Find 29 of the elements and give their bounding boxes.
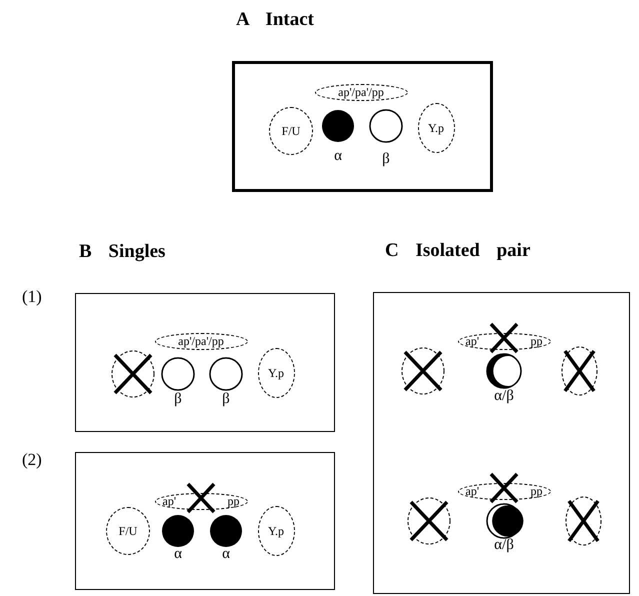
open-circle xyxy=(161,357,195,391)
circle-label: α xyxy=(222,546,230,563)
row-number: (1) xyxy=(22,287,42,307)
circle-label: α xyxy=(174,546,182,563)
panel-heading: B Singles xyxy=(79,241,166,263)
circle-label: β xyxy=(382,151,390,168)
filled-circle xyxy=(209,514,243,548)
circle-label: α xyxy=(334,148,342,165)
dashed-circle: F/U xyxy=(269,107,313,155)
dashed-ellipse: ap' pp xyxy=(458,332,550,350)
open-circle xyxy=(209,357,243,391)
dashed-circle: Y.p xyxy=(418,103,454,153)
dashed-ellipse: ap'/pa'/pp xyxy=(154,332,248,350)
circle-label: α/β xyxy=(494,388,514,405)
panel-heading: A Intact xyxy=(236,9,314,31)
dashed-circle: Y.p xyxy=(258,348,294,398)
circle-label: β xyxy=(222,391,230,408)
row-number: (2) xyxy=(22,450,42,470)
dashed-ellipse: ap' pp xyxy=(458,482,550,500)
dashed-circle: F/U xyxy=(106,507,150,555)
filled-circle xyxy=(161,514,195,548)
filled-circle xyxy=(321,109,355,143)
open-circle xyxy=(369,109,403,143)
panel-heading: C Isolated pair xyxy=(385,240,530,262)
dashed-ellipse: ap'/pa'/pp xyxy=(314,84,408,100)
dashed-ellipse: ap' pp xyxy=(154,492,248,510)
dashed-circle: Y.p xyxy=(258,506,294,556)
circle-label: α/β xyxy=(494,537,514,554)
circle-label: β xyxy=(174,391,182,408)
